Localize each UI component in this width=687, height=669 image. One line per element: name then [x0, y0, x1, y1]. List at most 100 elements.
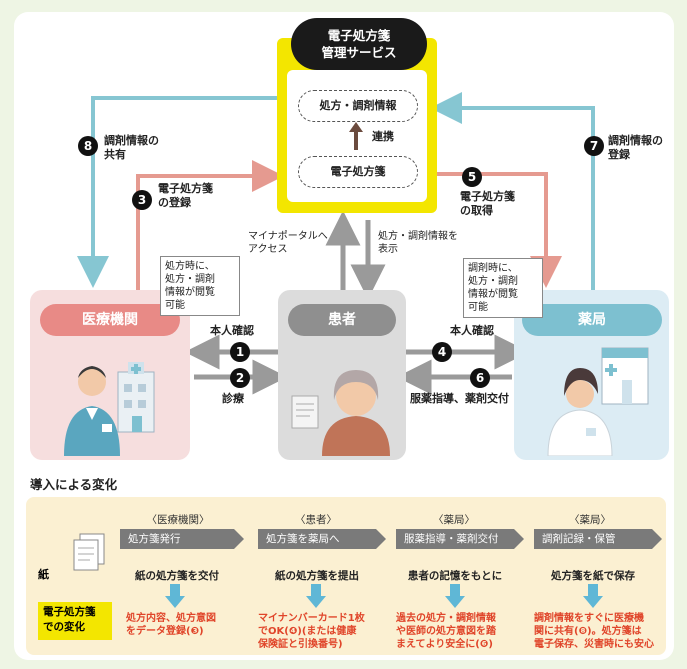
changes-title: 導入による変化	[30, 477, 118, 492]
col-4-bar-tip	[652, 529, 662, 549]
hospital-pill: 医療機関	[40, 304, 180, 336]
electronic-label: 電子処方箋 での変化	[38, 602, 112, 640]
step-2-label: 診療	[222, 392, 244, 405]
patient-illustration	[291, 370, 390, 456]
step-5-label-line1: 電子処方箋	[460, 190, 515, 203]
pharmacist-illustration	[547, 347, 649, 456]
changes-panel	[26, 497, 666, 655]
step-2-badge: 2	[230, 368, 250, 388]
display-info-label: 処方・調剤情報を 表示	[378, 230, 458, 256]
step-1-label: 本人確認	[210, 324, 254, 337]
system-title: 電子処方箋 管理サービス	[291, 18, 427, 70]
display-info-line2: 表示	[378, 244, 398, 255]
step-5-label-line2: の取得	[460, 204, 493, 217]
link-label: 連携	[372, 130, 394, 143]
link-up-arrow-icon	[349, 122, 363, 150]
pharmacy-pill: 薬局	[522, 304, 662, 336]
step-7-badge: 7	[584, 136, 604, 156]
step-6-label: 服薬指導、薬剤交付	[410, 392, 509, 405]
col-3-electronic-line: や医師の処方意図を踏	[396, 626, 496, 637]
col-1-down-arrow-icon	[165, 584, 185, 608]
step-5-label: 電子処方箋 の取得	[460, 190, 515, 218]
prescription-dispensing-info-box: 処方・調剤情報	[298, 90, 418, 122]
doctor-illustration	[64, 362, 155, 456]
pharmacy-note-line: 処方・調剤	[468, 276, 518, 287]
col-2-electronic-line: でOK(❹)(または健康	[258, 626, 357, 637]
hospital-note-line: 処方・調剤	[165, 274, 215, 285]
step-3-label: 電子処方箋 の登録	[158, 182, 213, 210]
arrow-7-teal	[430, 92, 595, 292]
col-3-electronic-line: まえてより安全に(❻)	[396, 639, 493, 650]
step-7-label-line1: 調剤情報の	[608, 134, 663, 147]
pharmacy-note: 調剤時に、 処方・調剤 情報が閲覧 可能	[463, 258, 543, 318]
col-4-down-arrow-icon	[583, 584, 603, 608]
mynaportal-line1: マイナポータルへ	[248, 231, 328, 242]
display-info-line1: 処方・調剤情報を	[378, 231, 458, 242]
col-3-electronic: 過去の処方・調剤情報 や医師の処方意図を踏 まえてより安全に(❻)	[396, 612, 496, 651]
patient-pill: 患者	[288, 304, 396, 336]
arrow-3-red	[136, 160, 284, 292]
col-2-head: 〈患者〉	[295, 514, 337, 526]
step-7-label-line2: 登録	[608, 148, 630, 161]
col-3-head: 〈薬局〉	[433, 514, 475, 526]
col-1-bar-tip	[234, 529, 244, 549]
step-3-label-line1: 電子処方箋	[158, 182, 213, 195]
hospital-note-line: 可能	[165, 300, 185, 311]
col-3-down-arrow-icon	[445, 584, 465, 608]
col-2-bar: 処方箋を薬局へ	[258, 529, 376, 549]
col-4-electronic-line: 電子保存、災害時にも安心	[534, 639, 654, 650]
step-5-badge: 5	[462, 167, 482, 187]
arrow-8-teal	[77, 96, 277, 288]
col-4-head: 〈薬局〉	[569, 514, 611, 526]
step-7-label: 調剤情報の 登録	[608, 134, 663, 162]
col-2-paper: 紙の処方箋を提出	[275, 570, 359, 582]
pharmacy-note-line: 調剤時に、	[468, 263, 518, 274]
system-title-line1: 電子処方箋	[327, 28, 391, 43]
col-1-electronic-line: をデータ登録(❸)	[126, 626, 204, 637]
col-3-paper: 患者の記憶をもとに	[407, 570, 503, 582]
step-8-badge: 8	[78, 136, 98, 156]
electronic-label-line2: での変化	[43, 621, 85, 633]
e-prescription-box: 電子処方箋	[298, 156, 418, 188]
electronic-label-line1: 電子処方箋	[43, 606, 96, 618]
paper-documents-icon	[73, 533, 105, 571]
col-3-bar: 服薬指導・薬剤交付	[396, 529, 514, 549]
hospital-note-line: 情報が閲覧	[165, 287, 215, 298]
col-1-head: 〈医療機関〉	[146, 514, 210, 526]
col-3-bar-tip	[514, 529, 524, 549]
step-6-badge: 6	[470, 368, 490, 388]
system-title-line2: 管理サービス	[321, 45, 397, 60]
col-1-paper: 紙の処方箋を交付	[135, 570, 219, 582]
col-2-electronic: マイナンバーカード1枚 でOK(❹)(または健康 保険証と引換番号)	[258, 612, 365, 651]
col-4-electronic: 調剤情報をすぐに医療機 関に共有(❽)。処方箋は 電子保存、災害時にも安心	[534, 612, 654, 651]
col-4-electronic-line: 関に共有(❽)。処方箋は	[534, 626, 642, 637]
col-1-electronic-line: 処方内容、処方意図	[126, 613, 216, 624]
hospital-note: 処方時に、 処方・調剤 情報が閲覧 可能	[160, 256, 240, 316]
col-1-electronic: 処方内容、処方意図 をデータ登録(❸)	[126, 612, 216, 638]
step-8-label-line2: 共有	[104, 148, 126, 161]
col-2-down-arrow-icon	[306, 584, 326, 608]
prescription-dispensing-info-label: 処方・調剤情報	[319, 99, 397, 112]
step-1-badge: 1	[230, 342, 250, 362]
col-4-bar: 調剤記録・保管	[534, 529, 652, 549]
col-2-electronic-line: 保険証と引換番号)	[258, 639, 343, 650]
paper-label: 紙	[38, 568, 49, 581]
pharmacy-note-line: 情報が閲覧	[468, 289, 518, 300]
step-3-label-line2: の登録	[158, 196, 191, 209]
col-1-bar: 処方箋発行	[120, 529, 234, 549]
mynaportal-line2: アクセス	[248, 244, 288, 255]
step-4-badge: 4	[432, 342, 452, 362]
step-8-label-line1: 調剤情報の	[104, 134, 159, 147]
hospital-note-line: 処方時に、	[165, 261, 215, 272]
col-2-bar-tip	[376, 529, 386, 549]
col-3-electronic-line: 過去の処方・調剤情報	[396, 613, 496, 624]
pharmacy-note-line: 可能	[468, 302, 488, 313]
mynaportal-label: マイナポータルへ アクセス	[248, 230, 328, 256]
step-4-label: 本人確認	[450, 324, 494, 337]
step-3-badge: 3	[132, 190, 152, 210]
e-prescription-label: 電子処方箋	[330, 165, 386, 178]
col-4-paper: 処方箋を紙で保存	[551, 570, 635, 582]
step-8-label: 調剤情報の 共有	[104, 134, 159, 162]
col-2-electronic-line: マイナンバーカード1枚	[258, 613, 365, 624]
